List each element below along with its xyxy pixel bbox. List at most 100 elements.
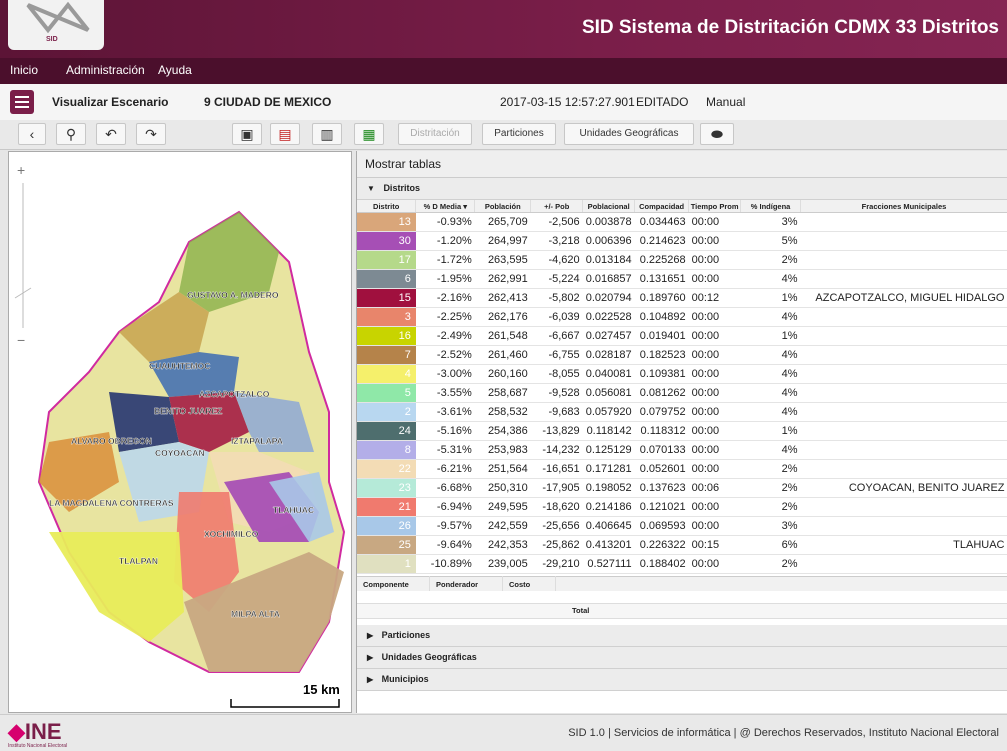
map-label: CUAUHTEMOC: [149, 361, 210, 371]
cell-comp: 0.225268: [634, 250, 689, 270]
cell-ind: 3%: [740, 516, 801, 536]
cell-pob: 265,709: [474, 212, 531, 232]
menu-administracion[interactable]: Administración: [66, 63, 145, 77]
cell-comp: 0.131651: [634, 269, 689, 289]
column-header[interactable]: Tiempo Prom: [688, 200, 742, 213]
column-header[interactable]: Compacidad: [634, 200, 690, 213]
redo-button[interactable]: ↷: [136, 123, 166, 145]
mostrar-tablas-header[interactable]: Mostrar tablas: [357, 151, 1007, 178]
menu-inicio[interactable]: Inicio: [10, 63, 39, 77]
col-costo[interactable]: Costo: [502, 576, 556, 591]
view-toggle-button[interactable]: ⬬: [700, 123, 734, 145]
district-swatch-cell: 24: [357, 421, 416, 441]
column-header[interactable]: Población: [474, 200, 532, 213]
map-label: LA MAGDALENA CONTRERAS: [49, 498, 174, 508]
cell-comp: 0.188402: [634, 554, 689, 574]
col-componente[interactable]: Componente: [357, 576, 430, 591]
column-header[interactable]: +/- Pob: [530, 200, 584, 213]
cell-pobl: 0.016857: [582, 269, 635, 289]
cell-tiempo: 00:00: [688, 554, 741, 574]
cell-pobl: 0.406645: [582, 516, 635, 536]
cell-dif: -9,683: [530, 402, 583, 422]
zoom-slider[interactable]: [13, 178, 33, 338]
cell-pob: 242,559: [474, 516, 531, 536]
cell-media: -3.55%: [415, 383, 475, 403]
cell-comp: 0.069593: [634, 516, 689, 536]
cell-ind: 2%: [740, 459, 801, 479]
app-footer: ◆INE Instituto Nacional Electoral SID 1.…: [0, 714, 1007, 751]
cell-ind: 6%: [740, 535, 801, 555]
district-swatch-cell: 26: [357, 516, 416, 536]
column-header[interactable]: Fracciones Municipales: [800, 200, 1007, 213]
particiones-section-label: Particiones: [381, 630, 431, 640]
ine-logo-subtitle: Instituto Nacional Electoral: [8, 743, 68, 749]
cell-dif: -16,651: [530, 459, 583, 479]
zoom-out-icon[interactable]: −: [17, 332, 26, 348]
cell-ind: 4%: [740, 307, 801, 327]
view-toggle-icon: ⬬: [711, 126, 723, 142]
export-xls-button[interactable]: ▦: [354, 123, 384, 145]
district-swatch-cell: 6: [357, 269, 416, 289]
map-label: XOCHIMILCO: [204, 529, 259, 539]
column-header[interactable]: Poblacional: [582, 200, 636, 213]
col-ponderador[interactable]: Ponderador: [429, 576, 503, 591]
column-header[interactable]: Distrito: [357, 200, 417, 213]
unidades-geograficas-button[interactable]: Unidades Geográficas: [564, 123, 694, 145]
particiones-button[interactable]: Particiones: [482, 123, 556, 145]
district-swatch-cell: 4: [357, 364, 416, 384]
cell-media: -6.21%: [415, 459, 475, 479]
cell-ind: 2%: [740, 497, 801, 517]
scenario-timestamp: 2017-03-15 12:57:27.901: [500, 95, 635, 109]
map-label: BENITO JUAREZ: [154, 406, 222, 416]
export-doc-button[interactable]: ▥: [312, 123, 342, 145]
cell-tiempo: 00:00: [688, 440, 741, 460]
distritos-section-toggle[interactable]: ▼ Distritos: [357, 178, 1007, 200]
column-header[interactable]: % Indígena: [740, 200, 801, 213]
zoom-in-icon[interactable]: +: [17, 162, 26, 178]
back-button[interactable]: ‹: [18, 123, 46, 145]
cell-ind: 2%: [740, 554, 801, 574]
district-swatch-cell: 13: [357, 212, 416, 232]
cell-comp: 0.104892: [634, 307, 689, 327]
undo-button[interactable]: ↶: [96, 123, 126, 145]
cell-fracciones: [800, 250, 1007, 270]
column-header[interactable]: % D Media ▾: [415, 200, 476, 213]
municipios-section-toggle[interactable]: ▶ Municipios: [357, 669, 1007, 691]
unidades-section-toggle[interactable]: ▶ Unidades Geográficas: [357, 647, 1007, 669]
district-map[interactable]: + − GUSTAVO A. MADERO CUAUHTEMOC AZCAPOT…: [8, 151, 352, 713]
hamburger-menu-icon[interactable]: [10, 90, 34, 114]
particiones-section-toggle[interactable]: ▶ Particiones: [357, 625, 1007, 647]
locate-button[interactable]: ⚲: [56, 123, 86, 145]
cell-dif: -18,620: [530, 497, 583, 517]
save-button[interactable]: ▣: [232, 123, 262, 145]
export-doc-icon: ▥: [320, 126, 334, 142]
map-canvas: GUSTAVO A. MADERO CUAUHTEMOC AZCAPOTZALC…: [37, 210, 346, 708]
cell-comp: 0.019401: [634, 326, 689, 346]
distritacion-button[interactable]: Distritación: [398, 123, 472, 145]
menu-ayuda[interactable]: Ayuda: [158, 63, 192, 77]
export-pdf-button[interactable]: ▤: [270, 123, 300, 145]
scale-label: 15 km: [303, 682, 340, 697]
menu-bar: Inicio Administración Ayuda: [0, 58, 1007, 84]
